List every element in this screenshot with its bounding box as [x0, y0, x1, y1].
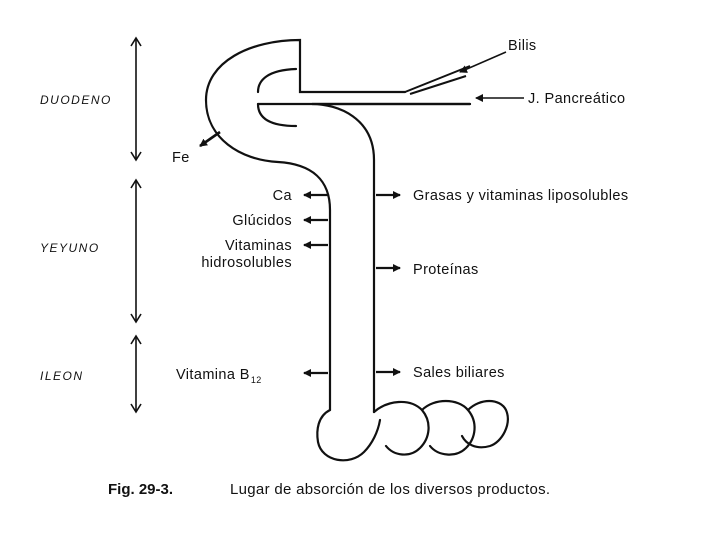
section-label-yeyuno: YEYUNO: [40, 241, 100, 255]
yeyuno-range-arrow: [130, 178, 142, 324]
bilis-arrow: [459, 51, 507, 73]
fe-arrow: [199, 130, 221, 148]
glucidos-label: Glúcidos: [232, 213, 292, 229]
vitaminas-label-line2: hidrosolubles: [201, 255, 292, 271]
figure-caption: Lugar de absorción de los diversos produ…: [230, 481, 550, 498]
sales-label: Sales biliares: [413, 365, 505, 381]
vitaminas-label-line1: Vitaminas: [225, 238, 292, 254]
figure-number: Fig. 29-3.: [108, 481, 173, 498]
section-label-duodeno: DUODENO: [40, 93, 112, 107]
section-label-ileon: ILEON: [40, 369, 84, 383]
pancreatic-label: J. Pancreático: [528, 91, 625, 107]
b12-subscript: 12: [251, 375, 262, 385]
vitamina-b12-label: Vitamina B12: [176, 367, 262, 385]
duodeno-range-arrow: [130, 36, 142, 162]
bilis-label: Bilis: [508, 38, 537, 54]
bile-duct: [404, 65, 471, 95]
grasas-label: Grasas y vitaminas liposolubles: [413, 188, 629, 204]
ileon-range-arrow: [130, 334, 142, 414]
proteinas-label: Proteínas: [413, 262, 479, 278]
fe-label: Fe: [172, 150, 190, 166]
ca-label: Ca: [273, 188, 293, 204]
